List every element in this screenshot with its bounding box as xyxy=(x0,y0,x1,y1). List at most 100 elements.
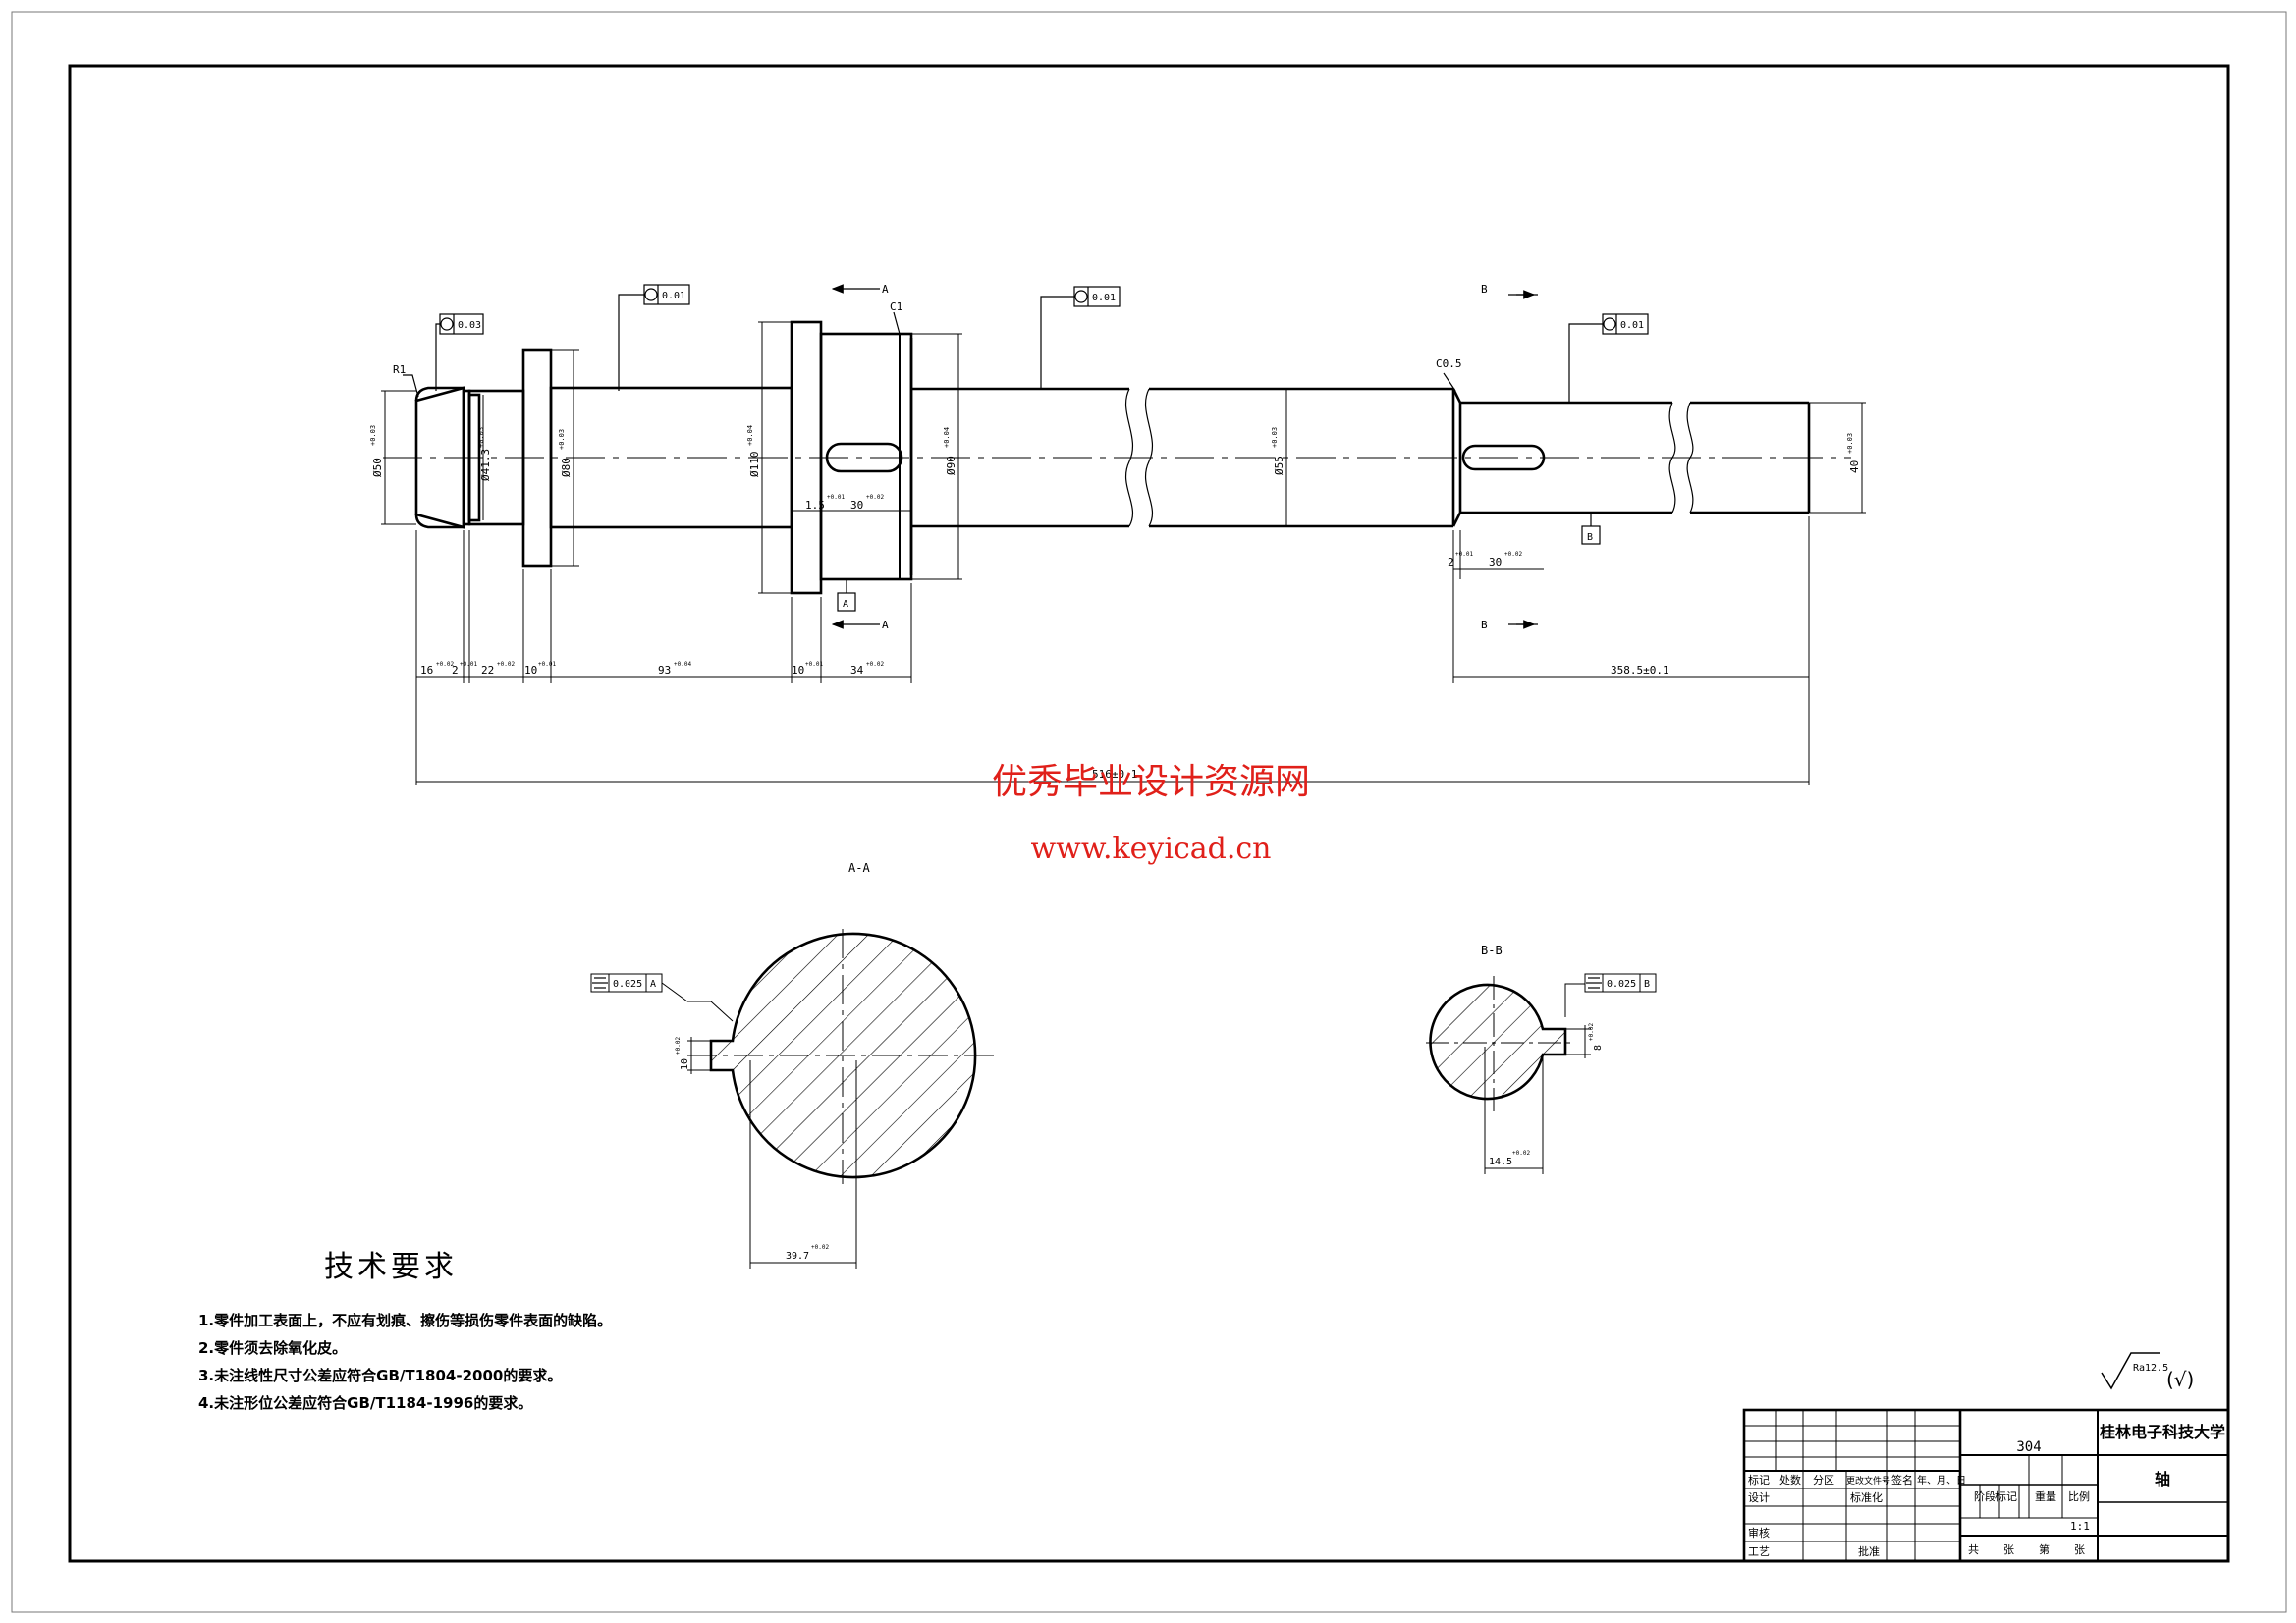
tech-requirement-item: 4.未注形位公差应符合GB/T1184-1996的要求。 xyxy=(198,1394,532,1412)
dim-len-2b: 2 xyxy=(1448,556,1454,568)
tb-drawing-no: 304 xyxy=(2016,1439,2041,1455)
section-b-bottom-label: B xyxy=(1481,619,1488,631)
tb-process: 工艺 xyxy=(1748,1545,1770,1558)
roughness-symbol-icon xyxy=(2101,1352,2160,1390)
dimension-texts: Ø50 +0.03 Ø41.3 +0.03 Ø80 +0.03 Ø110 +0.… xyxy=(369,283,1861,781)
sym-b-value: 0.025 xyxy=(1607,979,1636,990)
tb-sheets-total: 共 xyxy=(1968,1543,1979,1556)
tb-school: 桂林电子科技大学 xyxy=(2099,1423,2225,1441)
roughness-value: Ra12.5 xyxy=(2133,1363,2168,1374)
dim-d40: 40 xyxy=(1848,460,1861,473)
dim-len-358: 358.5±0.1 xyxy=(1611,664,1669,676)
tb-approve: 批准 xyxy=(1858,1544,1880,1558)
dim-sec-39: 39.7 xyxy=(786,1251,809,1262)
dim-d40-tol: +0.03 xyxy=(1846,433,1854,454)
dim-d50-tol: +0.03 xyxy=(369,425,377,446)
tb-design: 设计 xyxy=(1748,1491,1770,1504)
note-c05: C0.5 xyxy=(1436,357,1462,370)
tb-sheets-unit2: 张 xyxy=(2074,1543,2085,1556)
section-a-top-label: A xyxy=(882,283,889,296)
dim-len-10b: 10 xyxy=(792,664,804,676)
dim-len-2-tol: +0.01 xyxy=(460,661,477,668)
dim-len-30a-tol: +0.02 xyxy=(866,494,884,501)
sym-b-ref: B xyxy=(1644,979,1650,990)
dim-sec-8-tol: +0.02 xyxy=(1588,1023,1595,1041)
tech-requirement-item: 2.零件须去除氧化皮。 xyxy=(198,1339,347,1357)
dim-sec-39-tol: +0.02 xyxy=(811,1244,829,1251)
tb-sheets-unit1: 张 xyxy=(2003,1543,2014,1556)
dim-len-10a: 10 xyxy=(524,664,537,676)
tech-requirement-item: 3.未注线性尺寸公差应符合GB/T1804-2000的要求。 xyxy=(198,1367,562,1384)
tb-scale: 比例 xyxy=(2068,1489,2090,1503)
dim-len-34-tol: +0.02 xyxy=(866,661,884,668)
dim-len-93: 93 xyxy=(658,664,671,676)
tb-review: 审核 xyxy=(1748,1526,1770,1540)
dim-len-total: 516±0.1 xyxy=(1092,768,1137,781)
note-r1: R1 xyxy=(393,363,406,376)
tb-doc: 更改文件号 xyxy=(1846,1475,1890,1487)
section-a-a: A-A 10 +0.02 39.7 +0.02 0.025 A xyxy=(590,861,998,1269)
tb-count: 处数 xyxy=(1779,1474,1801,1487)
roughness-other: (√) xyxy=(2166,1368,2194,1391)
dim-len-10b-tol: +0.01 xyxy=(805,661,823,668)
tb-stage: 阶段标记 xyxy=(1974,1489,2017,1503)
watermark-title: 优秀毕业设计资源网 xyxy=(992,762,1310,802)
dim-len-30a: 30 xyxy=(850,499,863,512)
tb-scale-value: 1:1 xyxy=(2070,1520,2090,1533)
dim-d80: Ø80 xyxy=(560,458,573,477)
surface-roughness: Ra12.5 (√) xyxy=(2101,1352,2194,1391)
dim-len-2: 2 xyxy=(452,664,459,676)
dim-d110-tol: +0.04 xyxy=(746,425,754,446)
datum-b-label: B xyxy=(1587,532,1593,543)
dim-sec-14: 14.5 xyxy=(1489,1157,1512,1167)
dim-key-10: 10 xyxy=(680,1058,690,1070)
dim-len-10a-tol: +0.01 xyxy=(538,661,556,668)
dim-len-2b-tol: +0.01 xyxy=(1455,551,1473,558)
gdt-circularity-3-value: 0.01 xyxy=(1092,293,1116,303)
dim-sec-8: 8 xyxy=(1593,1045,1604,1051)
dim-sec-14-tol: +0.02 xyxy=(1512,1150,1530,1157)
dim-d90: Ø90 xyxy=(945,456,957,475)
tech-requirements: 技术要求 1.零件加工表面上，不应有划痕、擦伤等损伤零件表面的缺陷。 2.零件须… xyxy=(198,1250,612,1412)
dim-len-1-5: 1.5 xyxy=(805,499,825,512)
dim-d50: Ø50 xyxy=(371,458,384,477)
tech-requirements-title: 技术要求 xyxy=(324,1250,458,1284)
tb-sign: 签名 xyxy=(1891,1473,1913,1487)
tb-sheets-no: 第 xyxy=(2039,1542,2050,1556)
dim-len-16-tol: +0.02 xyxy=(436,661,454,668)
dim-len-16: 16 xyxy=(420,664,433,676)
tb-mark: 标记 xyxy=(1748,1473,1770,1487)
tech-requirement-item: 1.零件加工表面上，不应有划痕、擦伤等损伤零件表面的缺陷。 xyxy=(198,1312,612,1329)
tb-date: 年、月、日 xyxy=(1917,1474,1966,1487)
dim-key-10-tol: +0.02 xyxy=(675,1037,682,1055)
dim-len-34: 34 xyxy=(850,664,864,676)
geometric-tolerances xyxy=(403,284,1649,625)
section-a-a-label: A-A xyxy=(848,861,870,875)
tb-zone: 分区 xyxy=(1813,1474,1834,1487)
dim-d55-tol: +0.03 xyxy=(1271,427,1279,448)
dim-d41: Ø41.3 xyxy=(479,449,492,481)
inner-border xyxy=(68,64,2230,1563)
section-a-bottom-label: A xyxy=(882,619,889,631)
datum-a-label: A xyxy=(843,599,848,610)
sym-a-value: 0.025 xyxy=(613,979,642,990)
tb-part-name: 轴 xyxy=(2155,1470,2170,1488)
outer-border xyxy=(11,11,2287,1613)
section-b-top-label: B xyxy=(1481,283,1488,296)
gdt-circularity-1-value: 0.03 xyxy=(458,320,481,331)
dim-d90-tol: +0.04 xyxy=(943,427,951,448)
dim-len-93-tol: +0.04 xyxy=(674,661,691,668)
dim-d41-tol: +0.03 xyxy=(477,427,485,448)
section-arrows xyxy=(831,284,1536,629)
sym-a-ref: A xyxy=(650,979,656,990)
dim-d110: Ø110 xyxy=(748,452,761,478)
dim-d55: Ø55 xyxy=(1273,456,1285,475)
watermark-url: www.keyicad.cn xyxy=(1030,832,1271,866)
section-b-b: B-B 8 +0.02 14.5 +0.02 0.025 B xyxy=(1426,944,1657,1174)
section-b-b-label: B-B xyxy=(1481,944,1503,957)
tb-standard: 标准化 xyxy=(1850,1490,1883,1504)
dim-len-22: 22 xyxy=(481,664,494,676)
dim-len-1-5-tol: +0.01 xyxy=(827,494,845,501)
gdt-circularity-4-value: 0.01 xyxy=(1620,320,1644,331)
dim-len-22-tol: +0.02 xyxy=(497,661,515,668)
